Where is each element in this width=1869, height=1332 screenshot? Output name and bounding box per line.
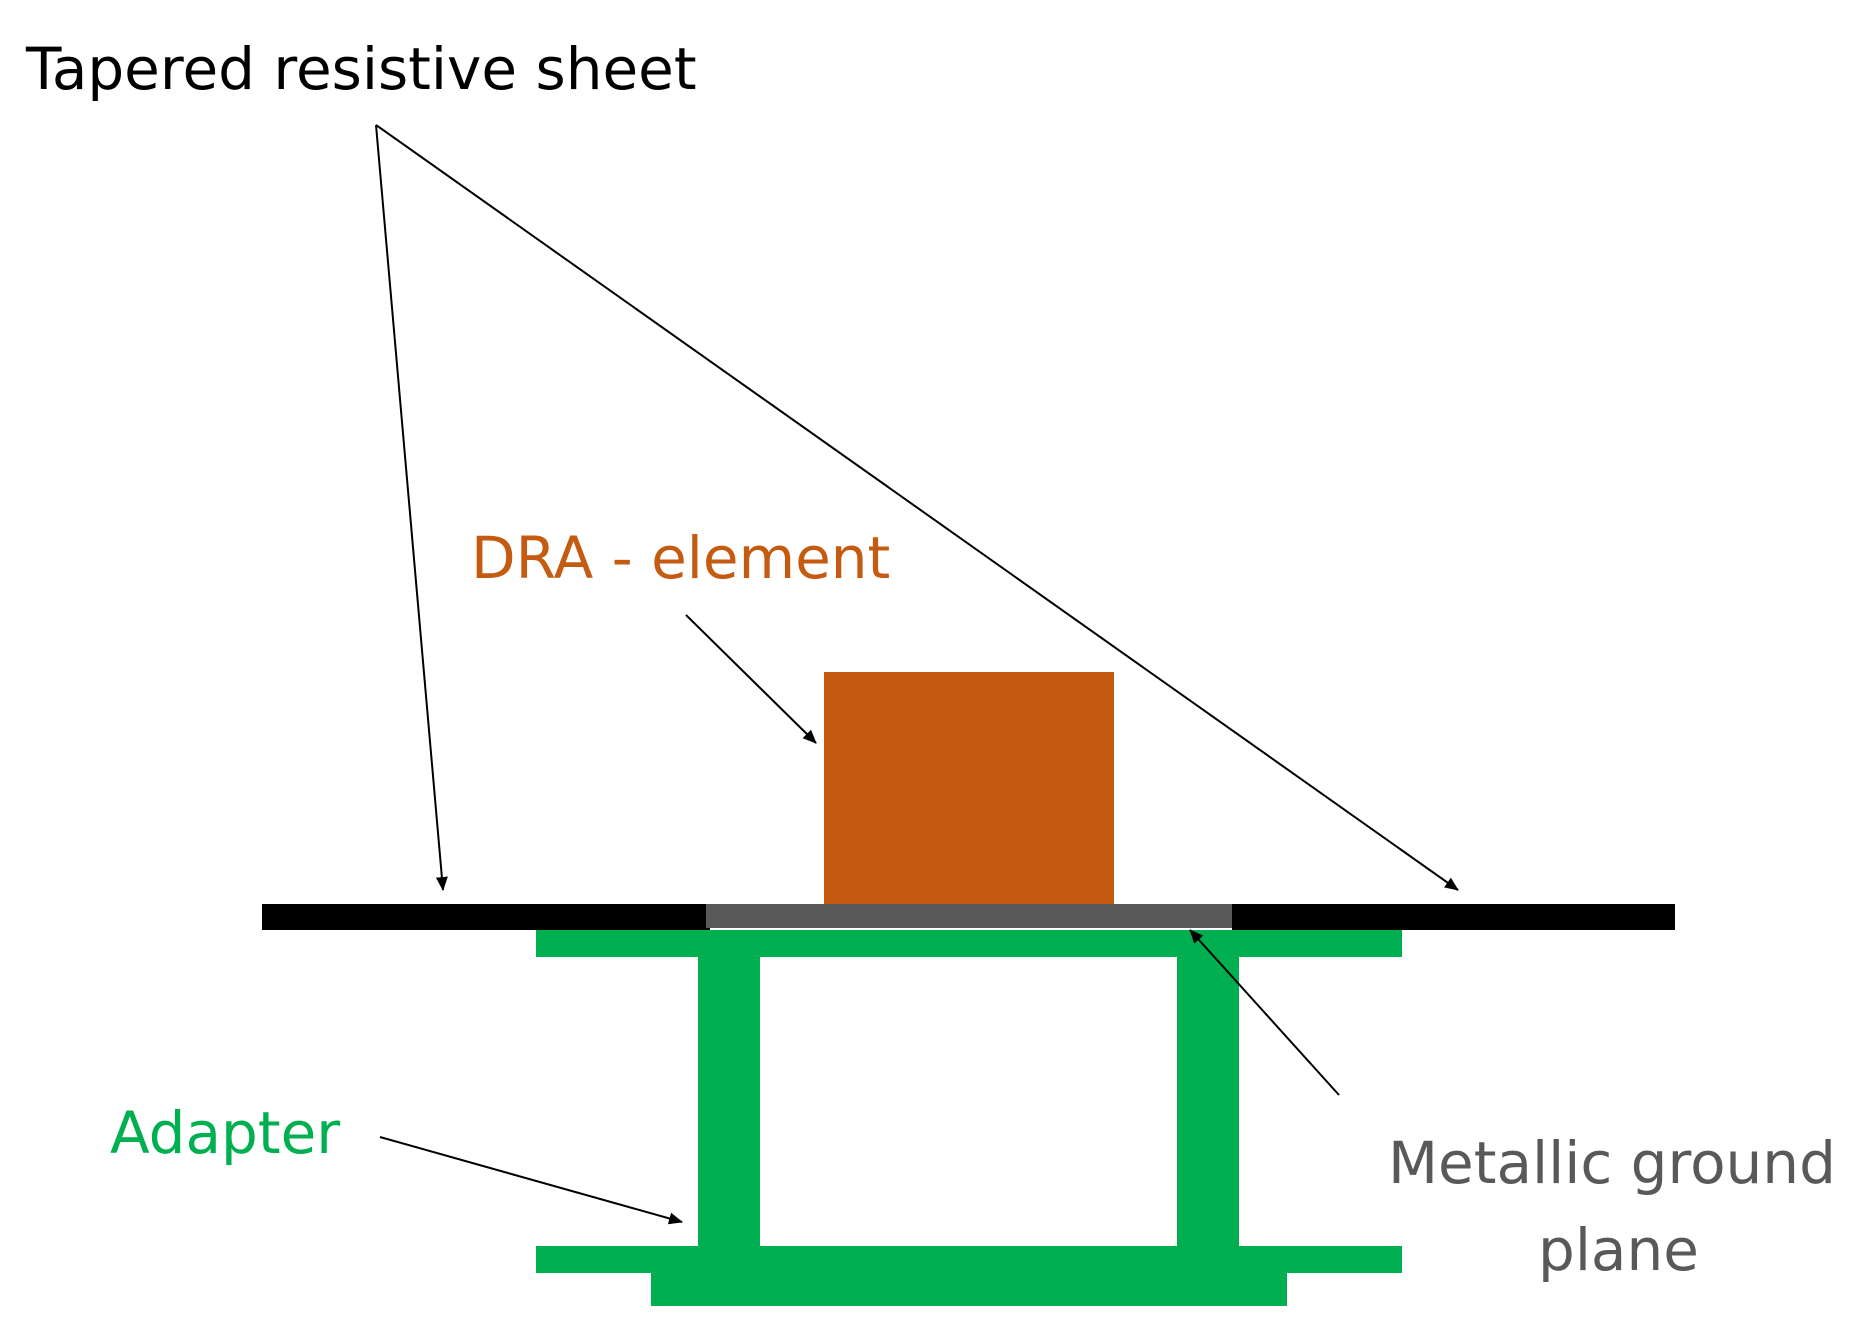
- arrow-tapered-sheet-right: [375, 124, 1459, 891]
- adapter-right-wall: [1177, 930, 1239, 1258]
- tapered-sheet-left: [262, 904, 710, 930]
- adapter-base: [651, 1258, 1287, 1306]
- label-adapter: Adapter: [110, 1099, 340, 1167]
- arrow-adapter: [379, 1136, 683, 1225]
- metallic-ground-plane: [706, 904, 1234, 928]
- label-tapered-sheet: Tapered resistive sheet: [25, 35, 697, 103]
- adapter: [536, 930, 1402, 1306]
- arrow-dra-element: [685, 614, 817, 744]
- tapered-sheet-right: [1232, 904, 1675, 930]
- arrow-tapered-sheet-left: [375, 124, 448, 891]
- adapter-left-wall: [698, 930, 760, 1258]
- arrow-ground-plane: [1189, 929, 1340, 1096]
- label-dra-element: DRA - element: [471, 524, 890, 592]
- label-ground-plane-line1: Metallic ground: [1388, 1129, 1836, 1197]
- label-ground-plane-line2: plane: [1538, 1216, 1699, 1284]
- dra-element-block: [824, 672, 1114, 904]
- adapter-top-flange: [536, 930, 1402, 957]
